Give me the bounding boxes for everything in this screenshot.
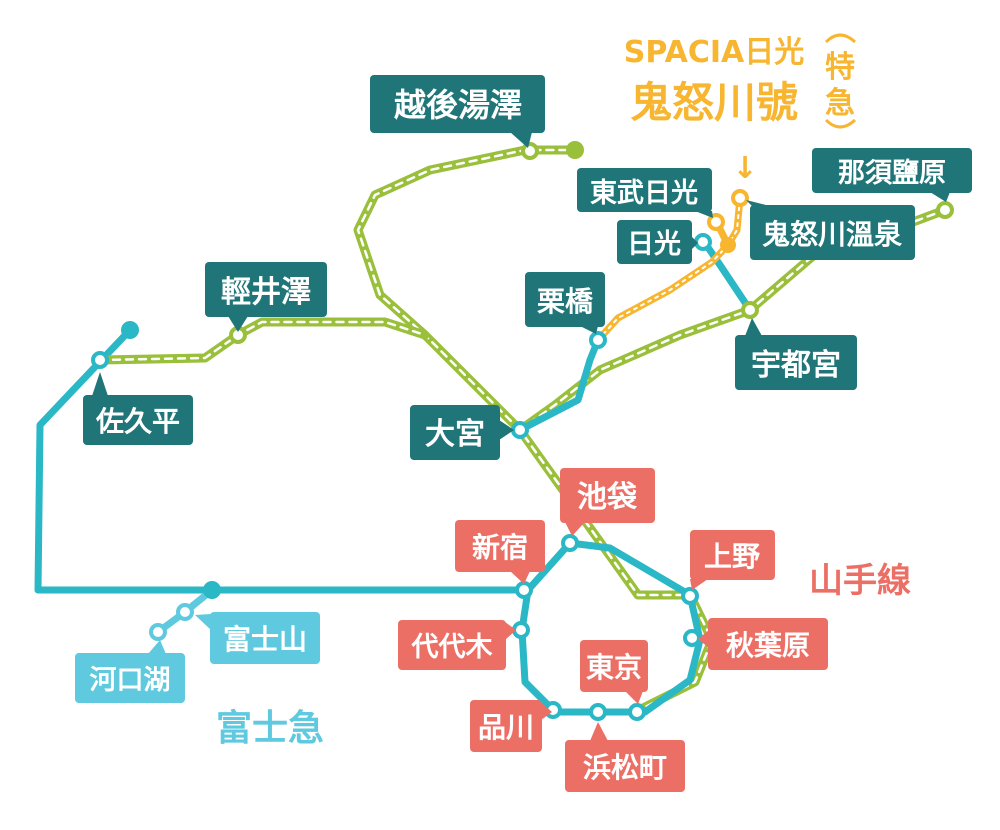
svg-text:佐久平: 佐久平 xyxy=(95,405,180,438)
svg-text:那須鹽原: 那須鹽原 xyxy=(838,158,946,189)
svg-text:品川: 品川 xyxy=(478,711,534,744)
label-kinugawa-onsen: 鬼怒川溫泉 xyxy=(746,200,915,260)
svg-text:急: 急 xyxy=(825,86,855,121)
label-tokyo: 東京 xyxy=(580,640,648,704)
svg-text:東武日光: 東武日光 xyxy=(590,178,698,209)
spacia-junction-dot xyxy=(720,237,736,253)
fujikyu-junction-dot xyxy=(203,581,221,599)
limited-express-line2: 鬼怒川號 xyxy=(630,78,798,127)
svg-text:東京: 東京 xyxy=(586,651,642,684)
station-dot-saku-daira xyxy=(91,351,109,369)
svg-text:輕井澤: 輕井澤 xyxy=(221,275,311,310)
label-fujisan: 富士山 xyxy=(195,612,320,664)
teal-line-terminus xyxy=(121,321,139,339)
label-nikko: 日光 xyxy=(617,220,698,264)
station-dot-kurihashi xyxy=(589,331,607,349)
label-akihabara: 秋葉原 xyxy=(698,618,828,670)
station-dot-tokyo xyxy=(628,703,646,721)
station-dot-omiya xyxy=(511,421,529,439)
svg-text:浜松町: 浜松町 xyxy=(583,751,667,784)
station-dot-ueno xyxy=(681,587,699,605)
svg-text:上野: 上野 xyxy=(704,540,760,573)
line-name-yamanote: 山手線 xyxy=(809,561,911,601)
line-name-fujikyu: 富士急 xyxy=(216,707,324,749)
svg-text:秋葉原: 秋葉原 xyxy=(726,629,810,662)
label-echigo-yuzawa: 越後湯澤 xyxy=(370,75,545,148)
jr-teal-line-utsunomiya-nikko xyxy=(701,239,754,314)
svg-text:宇都宮: 宇都宮 xyxy=(751,348,841,383)
limited-express-badge: 特 急 xyxy=(824,33,857,129)
label-ueno: 上野 xyxy=(690,530,775,590)
station-dot-kawaguchiko xyxy=(149,623,167,641)
station-dot-hamamatsucho xyxy=(589,703,607,721)
svg-text:池袋: 池袋 xyxy=(577,480,637,515)
label-utsunomiya: 宇都宮 xyxy=(735,318,857,390)
station-dot-fujisan xyxy=(176,603,194,621)
svg-text:栗橋: 栗橋 xyxy=(537,285,594,318)
label-yoyogi: 代代木 xyxy=(398,620,516,670)
station-dot-utsunomiya xyxy=(741,301,759,319)
station-dot-shinjuku xyxy=(515,581,533,599)
station-dot-kinugawa xyxy=(731,189,749,207)
teal-line-west xyxy=(34,326,532,594)
joetsu-terminus-dot xyxy=(566,141,584,159)
label-kurihashi: 栗橋 xyxy=(525,272,605,334)
svg-text:大宮: 大宮 xyxy=(425,417,485,452)
limited-express-line1: SPACIA日光 xyxy=(624,35,804,70)
station-dot-echigo-yuzawa xyxy=(521,142,539,160)
label-kawaguchiko: 河口湖 xyxy=(75,640,185,703)
label-shinjuku: 新宿 xyxy=(455,520,545,584)
label-karuizawa: 輕井澤 xyxy=(205,262,327,332)
label-tobu-nikko: 東武日光 xyxy=(577,168,713,218)
svg-text:鬼怒川溫泉: 鬼怒川溫泉 xyxy=(762,218,903,251)
svg-text:新宿: 新宿 xyxy=(472,531,528,564)
limited-express-title: SPACIA日光 鬼怒川號 特 急 ↓ xyxy=(624,33,857,186)
svg-text:河口湖: 河口湖 xyxy=(90,665,171,696)
svg-text:越後湯澤: 越後湯澤 xyxy=(394,86,522,124)
station-dot-ikebukuro xyxy=(561,534,579,552)
svg-text:日光: 日光 xyxy=(627,229,681,260)
svg-text:富士山: 富士山 xyxy=(223,623,307,656)
limited-express-arrow-icon: ↓ xyxy=(732,151,757,186)
label-hamamatsucho: 浜松町 xyxy=(565,722,685,792)
label-shinagawa: 品川 xyxy=(470,700,552,752)
station-dot-akihabara xyxy=(683,629,701,647)
label-nasushiobara: 那須鹽原 xyxy=(812,148,972,202)
hokuriku-shinkansen-line xyxy=(95,317,430,365)
label-omiya: 大宮 xyxy=(410,405,514,460)
station-dot-nikko xyxy=(694,233,712,251)
svg-text:代代木: 代代木 xyxy=(411,632,493,663)
station-dot-yoyogi xyxy=(512,621,530,639)
station-dot-nasushiobara xyxy=(936,201,954,219)
jr-teal-line-omiya-kurihashi xyxy=(516,336,602,434)
station-dot-tobu-nikko xyxy=(707,213,725,231)
label-ikebukuro: 池袋 xyxy=(560,468,655,536)
label-saku-daira: 佐久平 xyxy=(83,372,193,445)
svg-text:特: 特 xyxy=(825,50,855,85)
